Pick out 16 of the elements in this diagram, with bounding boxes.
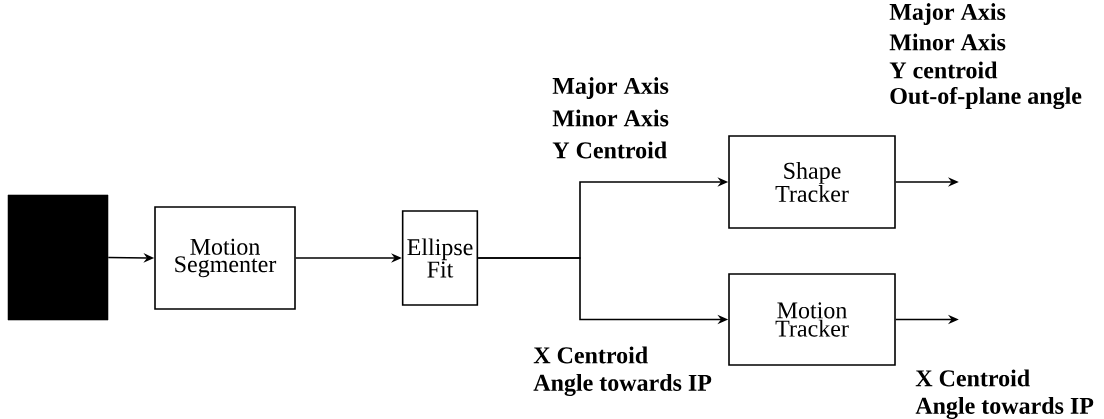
parameter-label: Minor Axis — [889, 33, 1006, 51]
process-box: Ellipse Fit — [401, 210, 479, 306]
parameter-label: X Centroid — [533, 346, 648, 364]
parameter-label: Minor Axis — [552, 109, 669, 127]
parameter-label: Angle towards IP — [915, 397, 1094, 419]
process-box: Motion Tracker — [728, 273, 896, 366]
parameter-label: Major Axis — [889, 3, 1006, 25]
parameter-label: Major Axis — [552, 77, 669, 99]
parameter-label: Y Centroid — [552, 141, 667, 159]
parameter-label: X Centroid — [915, 369, 1030, 387]
process-box: Shape Tracker — [728, 135, 896, 229]
input-block — [7, 194, 109, 321]
parameter-label: Y centroid — [889, 61, 998, 79]
parameter-label: Out-of-plane angle — [890, 86, 1082, 110]
parameter-label: Angle towards IP — [533, 374, 712, 396]
process-box: Motion Segmenter — [154, 206, 296, 310]
